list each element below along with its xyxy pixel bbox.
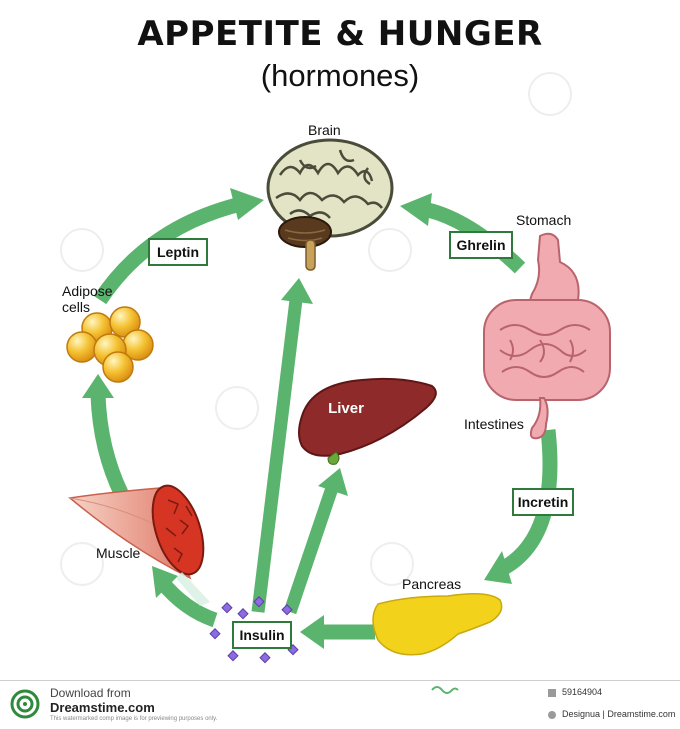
watermark-logo xyxy=(368,228,412,272)
pancreas-label: Pancreas xyxy=(402,576,462,592)
credit: Designua | Dreamstime.com xyxy=(562,709,676,719)
incretin-box: Incretin xyxy=(512,488,574,516)
watermark-logo xyxy=(370,542,414,586)
liver-illustration xyxy=(298,377,437,465)
stomach-label: Stomach xyxy=(516,212,572,228)
dreamstime-logo-icon xyxy=(10,689,40,719)
site-name[interactable]: Dreamstime.com xyxy=(50,700,155,715)
watermark-logo xyxy=(60,542,104,586)
hormone-diagram: Liver xyxy=(66,138,611,664)
leptin-box: Leptin xyxy=(148,238,208,266)
diagram-subtitle: (hormones) xyxy=(260,58,420,93)
incretin-arrow xyxy=(484,429,558,584)
insulin-box: Insulin xyxy=(232,621,292,649)
diagram-title: APPETITE & HUNGER xyxy=(137,14,543,54)
insulin-particles xyxy=(209,596,299,664)
insulin-brain-arrow xyxy=(251,278,313,613)
pancreas-illustration xyxy=(372,593,503,656)
preview-notice: This watermarked comp image is for previ… xyxy=(50,716,218,722)
footer-bar: Download from Dreamstime.com This waterm… xyxy=(0,680,680,729)
squiggle-icon xyxy=(431,686,459,694)
image-id: 59164904 xyxy=(562,687,603,697)
adipose-label: Adipose cells xyxy=(62,283,113,315)
watermark-logo xyxy=(60,228,104,272)
ghrelin-box: Ghrelin xyxy=(449,231,513,259)
credit-icon xyxy=(548,711,556,719)
brain-label: Brain xyxy=(308,122,341,138)
insulin-liver-arrow xyxy=(283,468,348,615)
watermark-logo xyxy=(528,72,572,116)
muscle-label: Muscle xyxy=(96,545,141,561)
adipose-cells-illustration xyxy=(66,306,154,383)
intestines-label: Intestines xyxy=(464,416,524,432)
pancreas-insulin-arrow xyxy=(300,615,375,649)
digestive-illustration xyxy=(483,232,611,440)
download-line: Download from xyxy=(50,686,131,700)
watermark-logo xyxy=(215,386,259,430)
muscle-illustration xyxy=(68,484,210,606)
id-icon xyxy=(548,689,556,697)
liver-label: Liver xyxy=(328,400,364,417)
arrows xyxy=(82,188,558,649)
insulin-muscle-arrow xyxy=(152,566,218,628)
brain-illustration xyxy=(266,138,394,271)
muscle-adipose-arrow xyxy=(82,374,129,499)
